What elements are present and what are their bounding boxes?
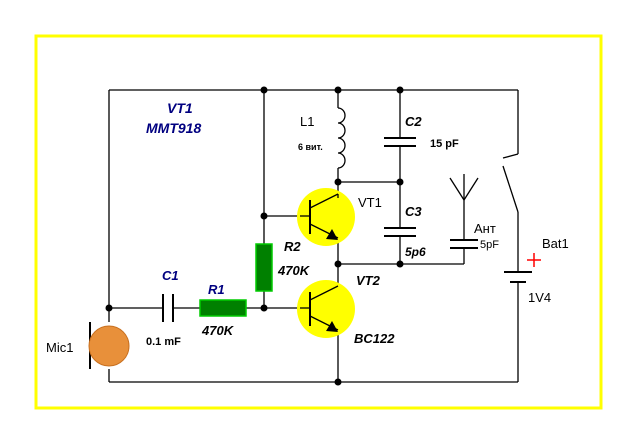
r1-label: R1 [208,282,225,297]
junction-dots [105,86,404,386]
battery-voltage-label: 1V4 [528,290,551,305]
c1-label: C1 [162,268,179,283]
c2-label: C2 [405,114,422,129]
r2-label: R2 [284,239,301,254]
l1-turns-label: 6 вит. [298,142,323,152]
antenna-icon [449,174,479,201]
c2-capacitor-icon [384,137,416,147]
inductor-icon [337,107,346,169]
switch-icon [502,150,519,213]
c3-value-label: 5p6 [405,245,426,259]
c1-value-label: 0.1 mF [146,336,181,348]
vt1-transistor-icon [297,188,355,246]
r2-resistor-icon [255,243,273,292]
wires [108,89,519,383]
battery-label: Bat1 [542,236,569,251]
antenna-cap-label: 5pF [480,239,499,251]
vt2-transistor-icon [297,280,355,338]
mic-label: Mic1 [46,340,73,355]
battery-icon [504,253,541,290]
r2-value-label: 470K [277,263,311,278]
antenna-capacitor-icon [450,239,478,249]
c3-label: C3 [405,204,422,219]
vt1-heading-label: VT1 [167,100,193,116]
c2-value-label: 15 pF [430,138,459,150]
r1-resistor-icon [199,299,247,317]
vt2-label: VT2 [356,273,381,288]
vt2-part-label: BC122 [354,331,395,346]
diagram-frame [34,34,603,410]
c1-capacitor-icon [162,294,174,322]
vt1-label: VT1 [358,195,382,210]
r1-value-label: 470K [201,323,235,338]
microphone-icon [88,322,130,369]
l1-label: L1 [300,114,314,129]
c3-capacitor-icon [384,227,416,237]
vt1-part-label: MMT918 [146,120,201,136]
antenna-label: Ант [474,221,496,236]
